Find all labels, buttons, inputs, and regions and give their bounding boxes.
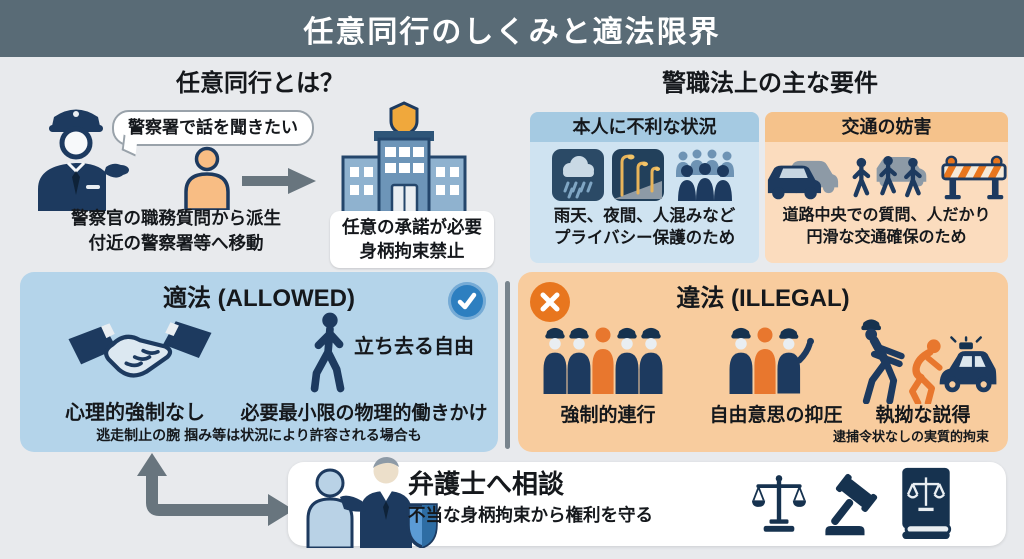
requirement-card-disadvantage: 本人に不利な状況	[530, 112, 759, 263]
illegal-item2-label: 自由意思の抑圧	[709, 405, 843, 426]
police-station-icon	[341, 101, 467, 221]
header-bar: 任意同行のしくみと適法限界	[0, 0, 1024, 57]
definition-caption-line2: 付近の警察署等へ移動	[88, 232, 264, 253]
allowed-item2-label: 必要最小限の物理的働きかけ	[240, 403, 488, 424]
pedestrians-icon	[852, 156, 926, 198]
disadvantage-line1: 雨天、夜間、人混みなど	[553, 207, 736, 225]
requirement-card-disadvantage-text: 雨天、夜間、人混みなど プライバシー保護のため	[530, 205, 759, 250]
barrier-icon	[940, 155, 1007, 200]
station-note: 任意の承諾が必要 身柄拘束禁止	[330, 211, 494, 269]
station-note-line1: 任意の承諾が必要	[342, 217, 482, 237]
station-note-line2: 身柄拘束禁止	[359, 240, 465, 261]
illegal-panel: 違法 (ILLEGAL) 強制的連行 自由意思の抑圧	[518, 272, 1008, 452]
cross-icon	[530, 282, 570, 322]
page-title: 任意同行のしくみと適法限界	[303, 15, 721, 49]
law-book-icon	[902, 467, 952, 540]
walking-icon	[310, 312, 345, 393]
allowed-item1-label: 心理的強制なし	[65, 402, 205, 424]
arrow-right-icon	[242, 168, 316, 194]
escorted-person-icon	[592, 327, 614, 395]
crowd-icon	[675, 149, 734, 201]
traffic-line1: 道路中央での質問、人だかり	[782, 207, 991, 224]
definition-caption-line1: 警察官の職務質問から派生	[71, 208, 281, 228]
consult-subtitle: 不当な身柄拘束から権利を守る	[408, 505, 653, 525]
traffic-line2: 円滑な交通確保のため	[806, 228, 967, 246]
check-icon	[448, 282, 486, 320]
elbow-arrow-icon	[137, 453, 294, 526]
speech-bubble-text: 警察署で話を聞きたい	[128, 118, 298, 137]
requirement-card-traffic-title: 交通の妨害	[765, 112, 1008, 142]
consult-title: 弁護士へ相談	[408, 469, 565, 499]
suppressed-person-icon	[754, 327, 776, 395]
allowed-panel: 適法 (ALLOWED) 心理的強制なし 立ち去る自由 必要最小限の物理的働きか…	[20, 272, 498, 452]
police-group-icon	[540, 316, 666, 398]
illegal-item3-label: 執拗な説得	[875, 405, 971, 426]
illegal-item1-label: 強制的連行	[560, 405, 656, 426]
illegal-title: 違法 (ILLEGAL)	[676, 285, 850, 312]
lawyer-icon	[306, 457, 438, 548]
requirement-card-traffic: 交通の妨害	[765, 112, 1008, 263]
push-to-car-icon	[861, 319, 997, 404]
disadvantage-line2: プライバシー保護のため	[553, 229, 736, 248]
citizen-icon	[184, 146, 230, 210]
allowed-title: 適法 (ALLOWED)	[163, 285, 355, 312]
suppression-icon	[726, 316, 814, 398]
night-icon	[611, 149, 664, 201]
police-officer-icon	[38, 109, 129, 211]
rain-icon	[551, 149, 604, 201]
allowed-footnote: 逃走制止の腕 掴み等は状況により許容される場合も	[96, 427, 422, 443]
requirement-card-disadvantage-title: 本人に不利な状況	[530, 112, 759, 142]
handshake-icon	[68, 321, 212, 378]
definition-heading: 任意同行とは？	[176, 70, 344, 97]
speech-bubble: 警察署で話を聞きたい	[112, 110, 314, 146]
gavel-icon	[825, 473, 878, 536]
definition-caption: 警察官の職務質問から派生 付近の警察署等へ移動	[18, 206, 334, 255]
allowed-item2-caption: 立ち去る自由	[354, 336, 474, 358]
requirements-heading: 警職法上の主な要件	[662, 70, 878, 97]
scales-icon	[752, 475, 806, 532]
cars-icon	[767, 160, 838, 200]
officer-raised-hand-icon	[777, 328, 814, 394]
illegal-footnote: 逮捕令状なしの実質的拘束	[832, 429, 989, 444]
panel-divider	[505, 281, 510, 449]
requirement-card-traffic-text: 道路中央での質問、人だかり 円滑な交通確保のため	[765, 205, 1008, 248]
